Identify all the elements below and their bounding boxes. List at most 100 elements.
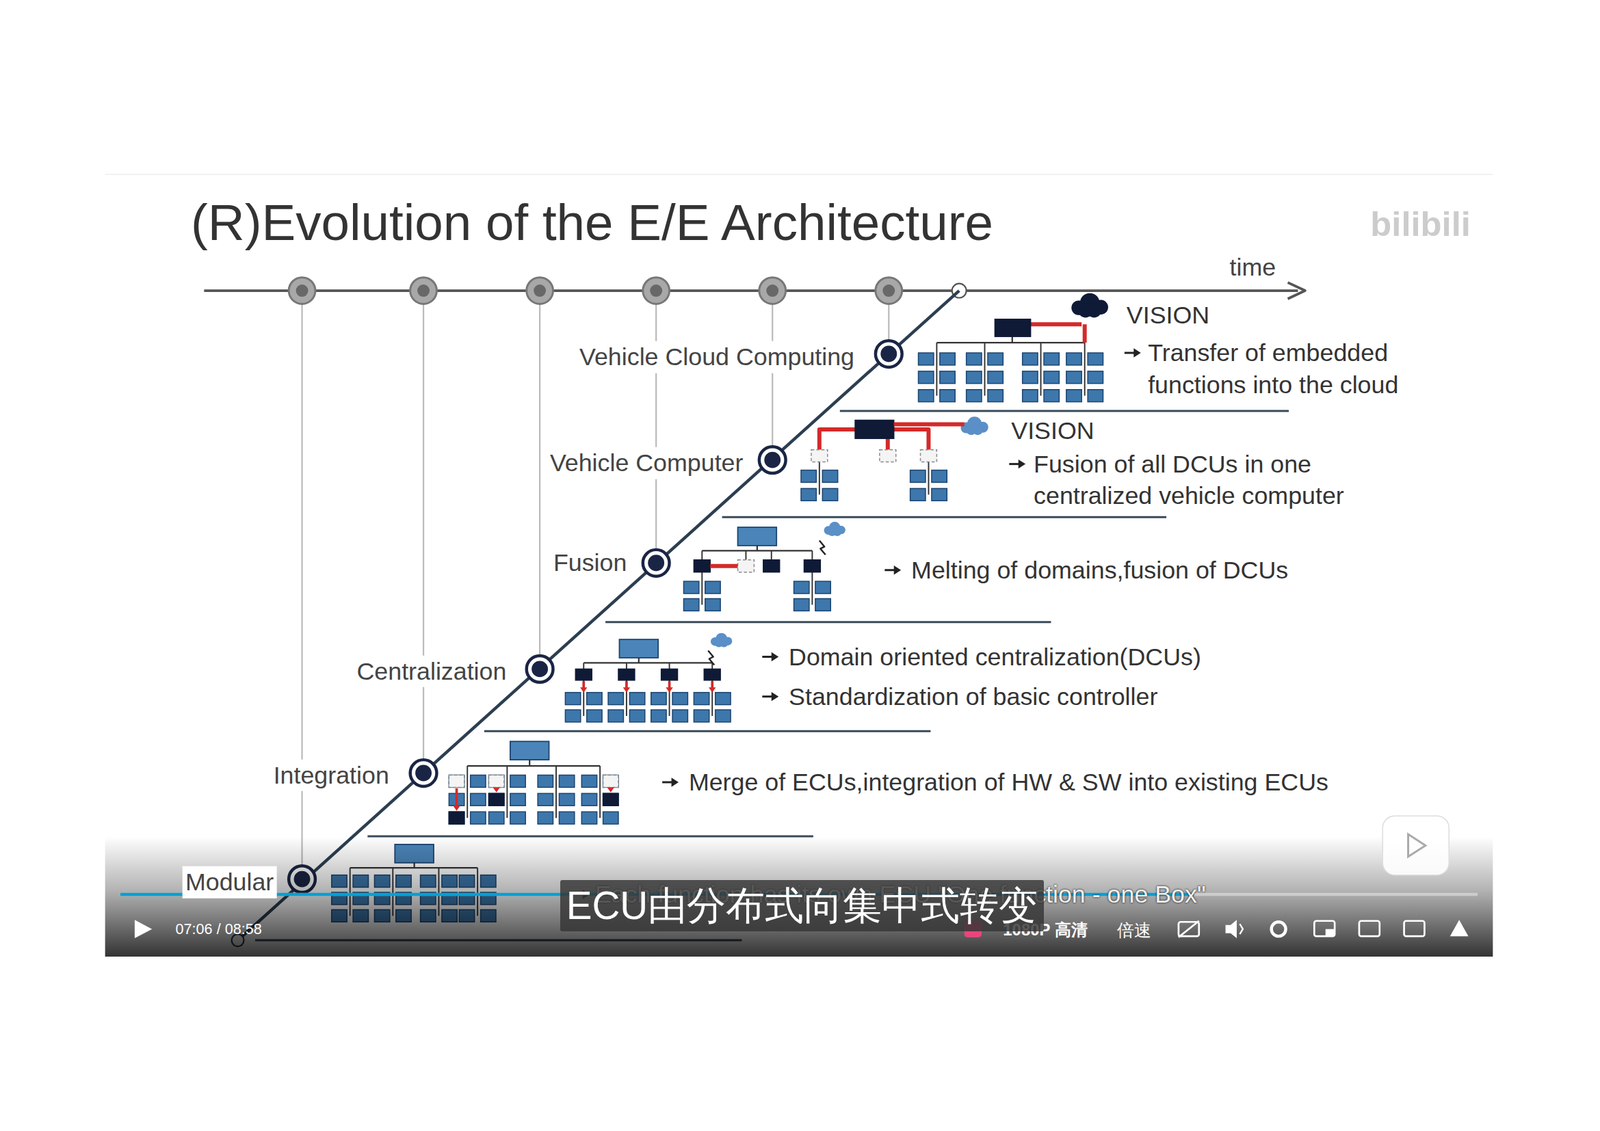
wire xyxy=(811,550,813,560)
ecu-box xyxy=(966,352,982,366)
wire xyxy=(506,766,508,819)
stage-dot xyxy=(875,340,903,368)
bus-line xyxy=(583,662,713,664)
ecu-box xyxy=(651,710,667,723)
time-marker xyxy=(759,277,786,305)
ecu-box xyxy=(987,352,1003,366)
extra-icon xyxy=(1450,920,1469,937)
bus-line xyxy=(936,342,1085,344)
wire xyxy=(466,766,468,819)
dcu-box xyxy=(489,793,505,806)
ecu-box xyxy=(629,710,645,723)
wire xyxy=(599,766,601,819)
ecu-box xyxy=(1043,371,1059,384)
wire xyxy=(528,759,531,767)
replay-button xyxy=(1382,816,1449,876)
ecu-box xyxy=(815,581,831,594)
ecu-box xyxy=(586,710,602,723)
ecu-box xyxy=(448,811,464,825)
ecu-box xyxy=(629,692,645,706)
ecu-box xyxy=(939,352,955,366)
bullet-arrow xyxy=(671,777,679,787)
settings-icon xyxy=(1271,922,1287,937)
ecu-box xyxy=(1043,352,1059,366)
ecu-box xyxy=(939,389,955,403)
bullet-arrow xyxy=(1008,463,1020,466)
stage-dot xyxy=(526,656,554,683)
time-axis xyxy=(203,289,1298,293)
migration-arrowhead xyxy=(623,687,631,693)
migration-arrowhead xyxy=(708,687,716,693)
ecu-box xyxy=(693,692,709,706)
stage-label: Vehicle Computer xyxy=(547,447,747,480)
ecu-box xyxy=(581,793,597,806)
dcu-box xyxy=(603,793,619,806)
dcu-box xyxy=(448,811,464,825)
ecu-box xyxy=(693,710,709,723)
ecu-box xyxy=(537,793,553,806)
removed-ecu-box xyxy=(738,560,755,573)
ecu-box xyxy=(603,811,619,825)
ecu-box xyxy=(918,389,934,403)
migration-link xyxy=(1082,324,1087,343)
migration-arrowhead xyxy=(607,787,615,793)
ecu-box xyxy=(822,470,838,483)
ecu-box xyxy=(1087,352,1103,366)
ecu-box xyxy=(470,811,486,825)
ecu-box xyxy=(672,710,688,723)
watermark: bilibili xyxy=(1370,201,1471,247)
migration-link xyxy=(710,564,738,569)
ecu-box xyxy=(581,775,597,788)
ecu-box xyxy=(603,793,619,806)
stage-description: Transfer of embedded functions into the … xyxy=(1147,337,1445,401)
ecu-box xyxy=(1066,389,1082,403)
ecu-box xyxy=(910,488,926,501)
cloud-icon xyxy=(1078,303,1093,318)
ecu-box xyxy=(1066,352,1082,366)
wireless-symbol xyxy=(819,540,826,555)
wire xyxy=(811,572,813,606)
ecu-box xyxy=(1043,389,1059,403)
bullet-arrow xyxy=(771,652,779,662)
bullet-arrow xyxy=(1018,459,1026,469)
slide-title: (R)Evolution of the E/E Architecture xyxy=(190,189,994,256)
time-marker xyxy=(288,277,316,305)
ecu-box xyxy=(470,793,486,806)
ecu-box xyxy=(683,581,699,594)
ecu-box xyxy=(1066,371,1082,384)
migration-arrowhead xyxy=(580,687,587,693)
bus-line xyxy=(467,765,600,767)
replay-icon xyxy=(1408,834,1426,858)
dcu-box xyxy=(693,560,711,573)
vision-tag: VISION xyxy=(1011,414,1094,447)
ecu-box xyxy=(966,389,982,403)
time-marker xyxy=(417,284,430,297)
ecu-box xyxy=(558,811,574,825)
time-marker xyxy=(526,277,554,305)
stage-description: Fusion of all DCUs in one centralized ve… xyxy=(1033,448,1391,513)
stage-description: Standardization of basic controller xyxy=(788,681,1158,714)
removed-ecu-box xyxy=(811,450,828,463)
ecu-box xyxy=(715,692,731,706)
stage-description: Domain oriented centralization(DCUs) xyxy=(788,640,1202,674)
time-marker xyxy=(649,284,663,297)
ecu-box xyxy=(565,710,581,723)
time-marker xyxy=(766,284,779,297)
wireless-symbol xyxy=(707,651,715,666)
removed-ecu-box xyxy=(879,450,897,463)
bullet-arrow xyxy=(884,569,895,572)
wire xyxy=(701,572,703,606)
vision-tag: VISION xyxy=(1126,299,1210,332)
bullet-arrow xyxy=(1133,348,1141,358)
dcu-box xyxy=(763,560,780,573)
time-drop-line xyxy=(539,290,541,670)
ecu-box xyxy=(918,352,934,366)
wire xyxy=(770,550,773,560)
migration-link xyxy=(885,438,890,450)
ecu-box xyxy=(794,581,810,594)
ecu-box xyxy=(801,488,817,501)
cloud-icon xyxy=(827,527,837,537)
stage-separator xyxy=(722,516,1167,519)
